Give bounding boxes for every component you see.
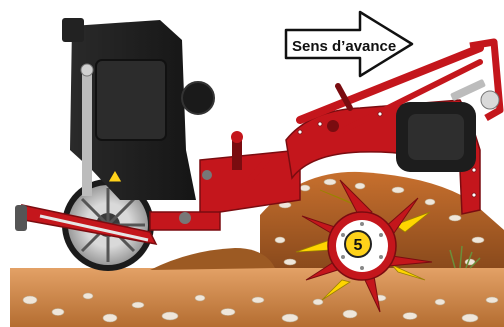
- engine-housing: [96, 60, 166, 140]
- direction-label: Sens d’avance: [292, 38, 396, 55]
- pivot-knob: [481, 91, 499, 109]
- direction-arrow: Sens d’avance: [286, 12, 412, 76]
- control-lever: [82, 66, 92, 196]
- soil-ridge: [150, 248, 275, 270]
- gearbox: [396, 79, 499, 172]
- handle-grip: [15, 205, 27, 231]
- rotor-marker-number: 5: [354, 237, 363, 254]
- engine: [62, 18, 214, 200]
- engine-cap: [62, 18, 84, 42]
- engine-pulley: [182, 82, 214, 114]
